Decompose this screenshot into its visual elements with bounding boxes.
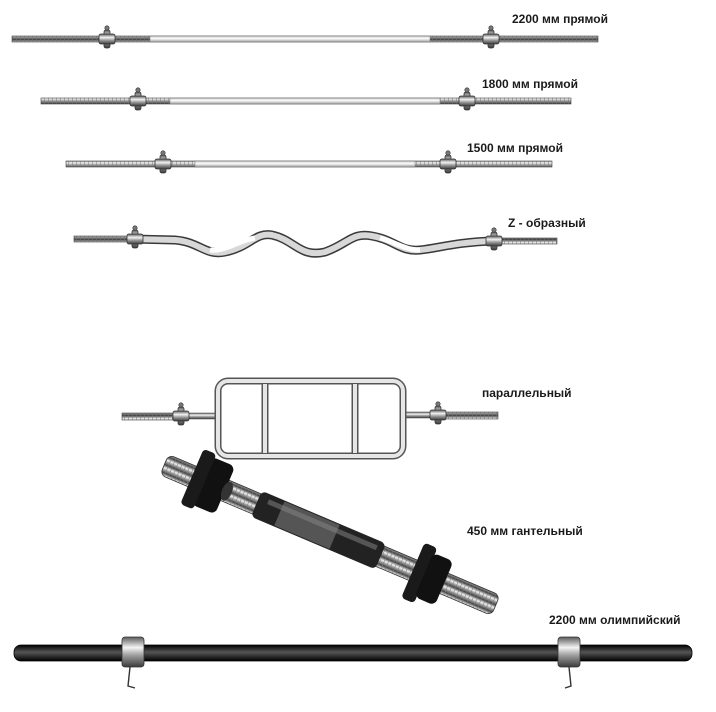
- straight-bar-2200: [11, 25, 599, 49]
- bar-label: 450 мм гантельный: [467, 524, 583, 538]
- triceps-bar: [121, 377, 499, 460]
- bar-label: 2200 мм прямой: [512, 12, 608, 26]
- olympic-bar: [13, 636, 693, 689]
- bar-label: 1500 мм прямой: [467, 141, 563, 155]
- bar-label: параллельный: [482, 386, 572, 400]
- straight-bar-1500: [65, 150, 553, 174]
- bar-label: Z - образный: [508, 216, 586, 230]
- straight-bar-1800: [40, 87, 572, 111]
- bar-label: 2200 мм олимпийский: [549, 613, 681, 627]
- dumbbell-handle: [161, 450, 499, 614]
- ez-curl-bar: [73, 225, 558, 258]
- bar-label: 1800 мм прямой: [482, 77, 578, 91]
